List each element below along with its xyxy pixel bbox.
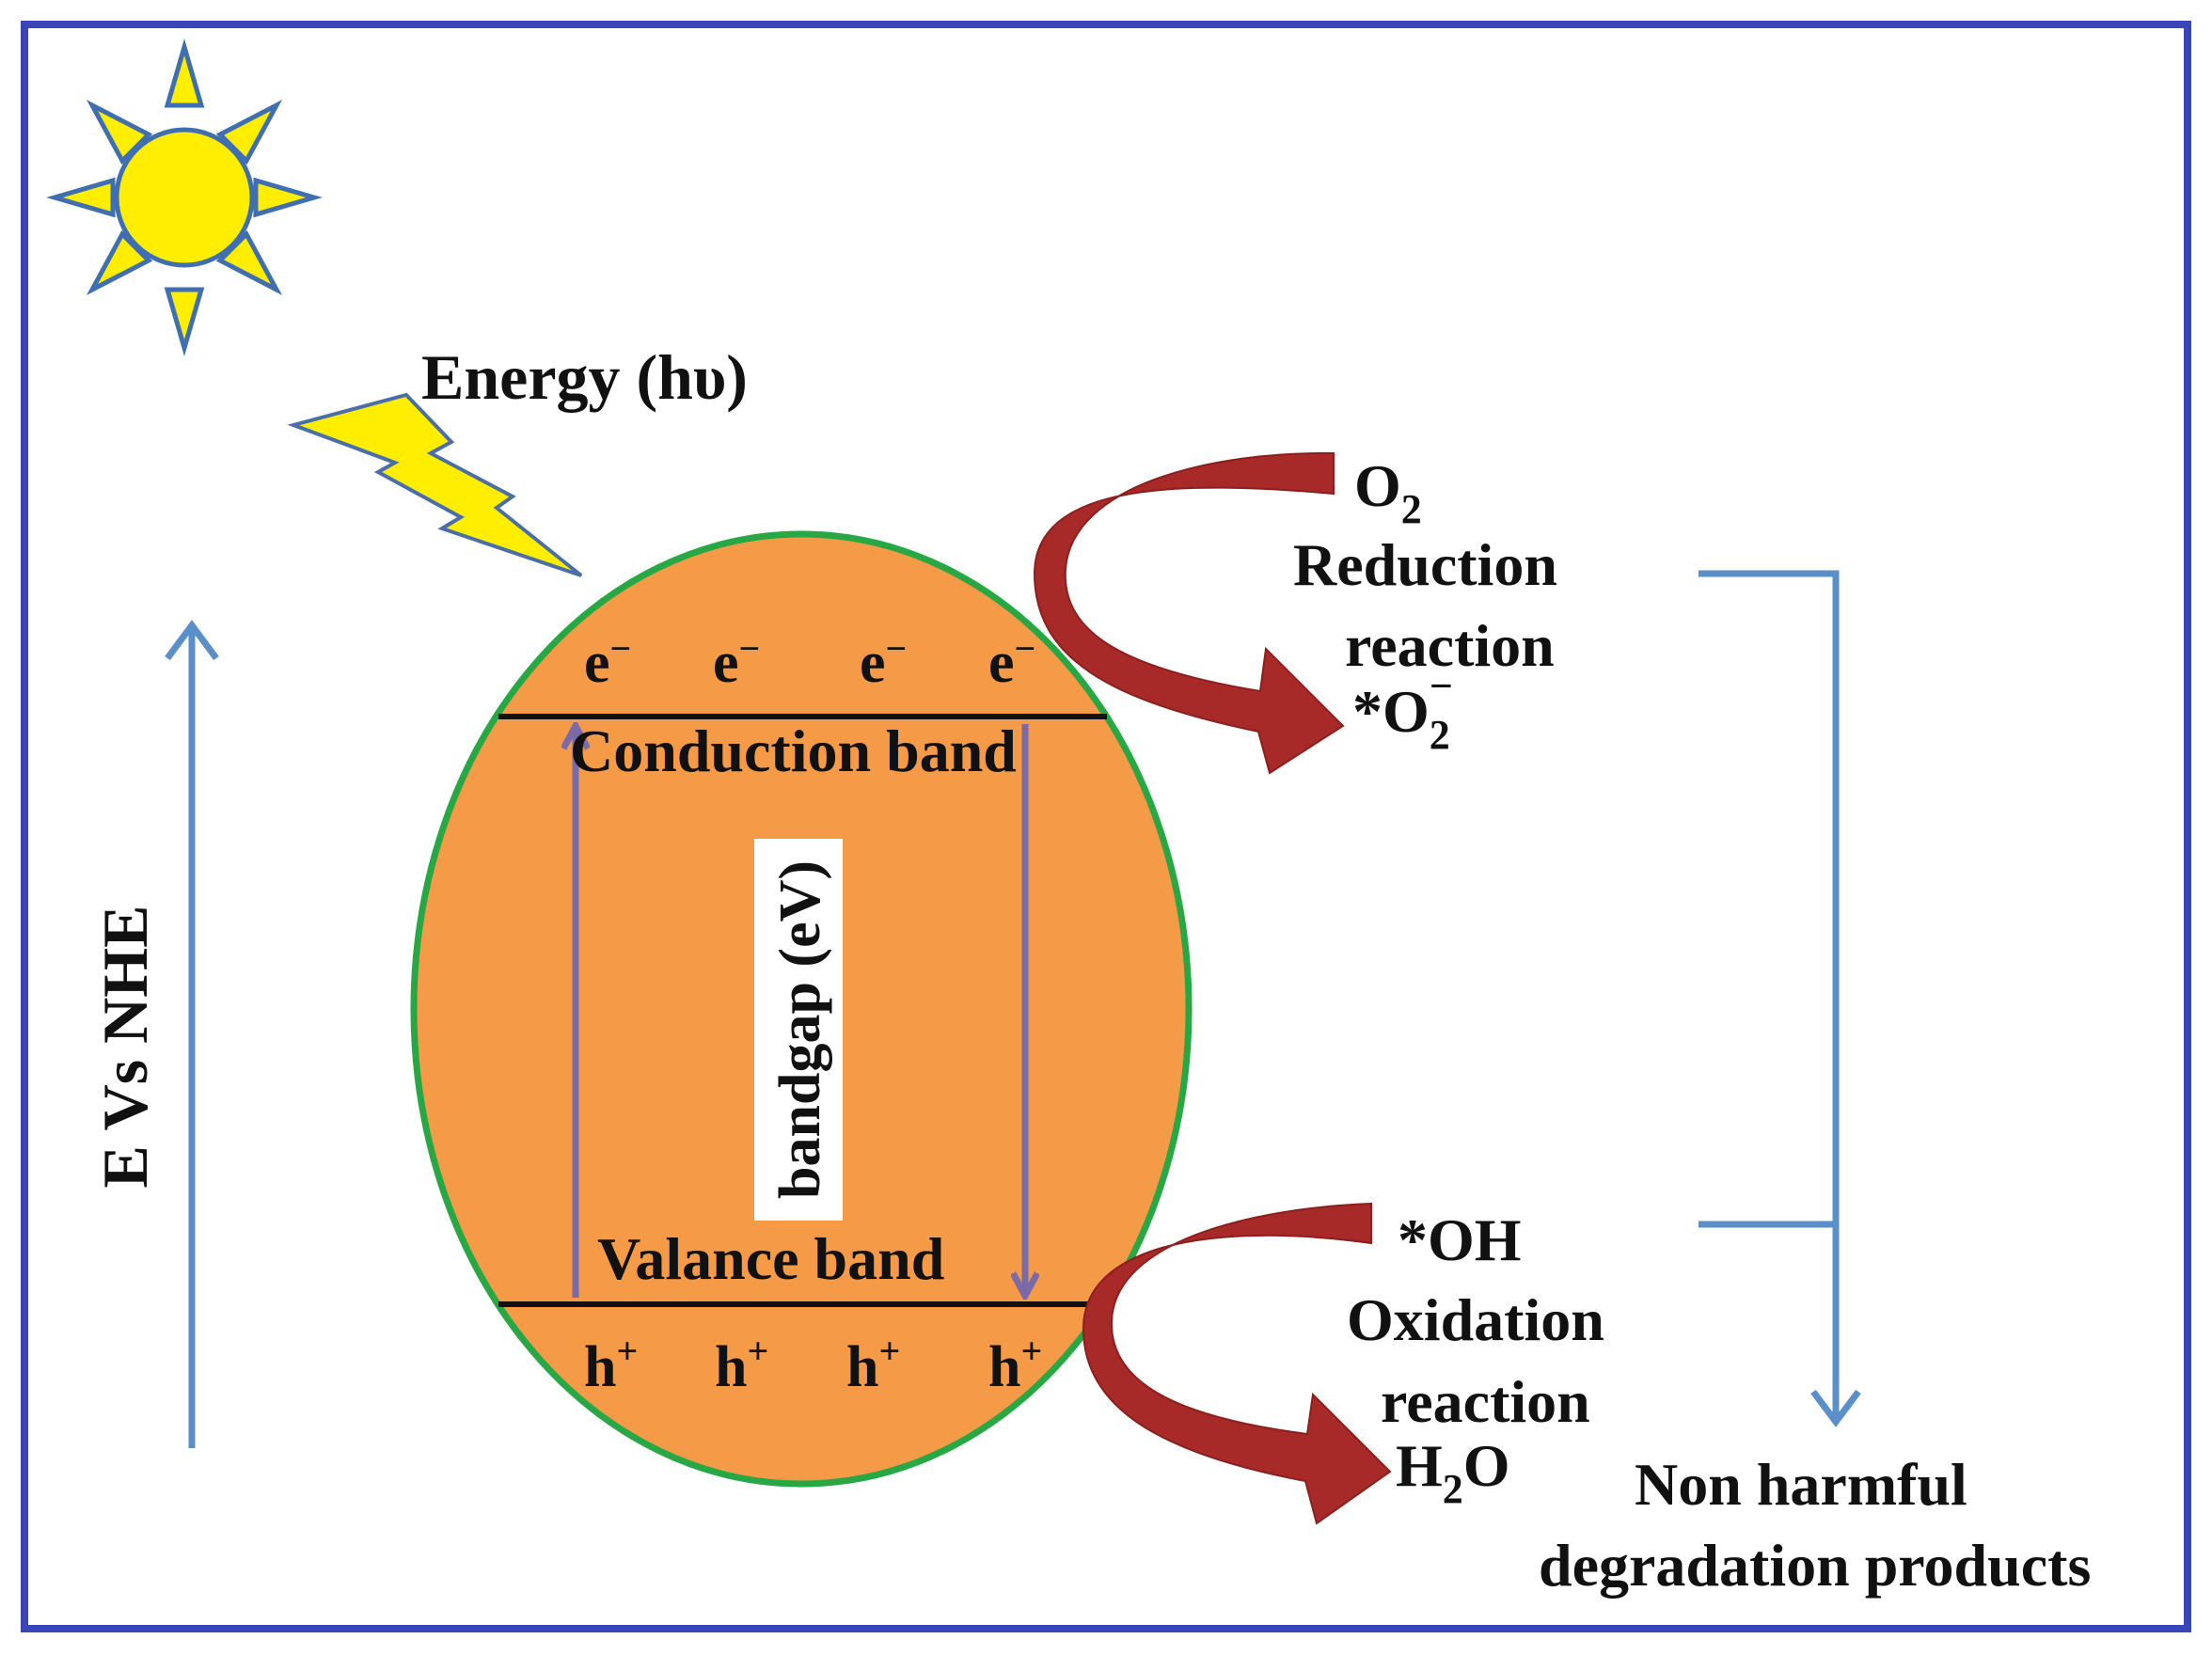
electron-label: e− [584, 627, 631, 695]
products-flow-bracket [1698, 570, 1861, 1427]
valence-band-label: Valance band [597, 1225, 944, 1292]
oxygen-reactant-label: O2 [1354, 452, 1422, 532]
hole-label: h+ [715, 1330, 768, 1399]
lightning-bolt-icon [287, 392, 583, 577]
hole-label: h+ [846, 1330, 900, 1399]
oxidation-reaction-label: reaction [1381, 1368, 1590, 1435]
superoxide-product-label: *O2− [1352, 663, 1453, 758]
electrons-row: e− e− e− e− [584, 627, 1035, 695]
holes-row: h+ h+ h+ h+ [584, 1330, 1042, 1399]
oxidation-reaction-arrow [1082, 1202, 1392, 1525]
electron-label: e− [988, 627, 1035, 695]
result-line-1: Non harmful [1635, 1451, 1967, 1518]
sun-icon [46, 39, 323, 356]
reduction-reaction-label: reaction [1345, 612, 1555, 679]
energy-label: Energy (hυ) [421, 341, 748, 413]
electron-label: e− [713, 627, 760, 695]
bandgap-label: bandgap (eV) [768, 860, 832, 1199]
water-product-label: H2O [1396, 1432, 1510, 1512]
reduction-reaction-arrow [1033, 451, 1345, 775]
bandgap-box [754, 839, 843, 1221]
hole-label: h+ [584, 1330, 638, 1399]
hole-label: h+ [988, 1330, 1042, 1399]
potential-axis-arrowhead [165, 620, 219, 661]
oxidation-label: Oxidation [1347, 1286, 1604, 1353]
conduction-band-label: Conduction band [570, 717, 1017, 784]
axis-label: E Vs NHE [89, 905, 161, 1188]
reduction-label: Reduction [1293, 531, 1557, 598]
hydroxyl-reactant-label: *OH [1398, 1206, 1522, 1273]
result-line-2: degradation products [1539, 1532, 2091, 1599]
electron-label: e− [860, 627, 907, 695]
